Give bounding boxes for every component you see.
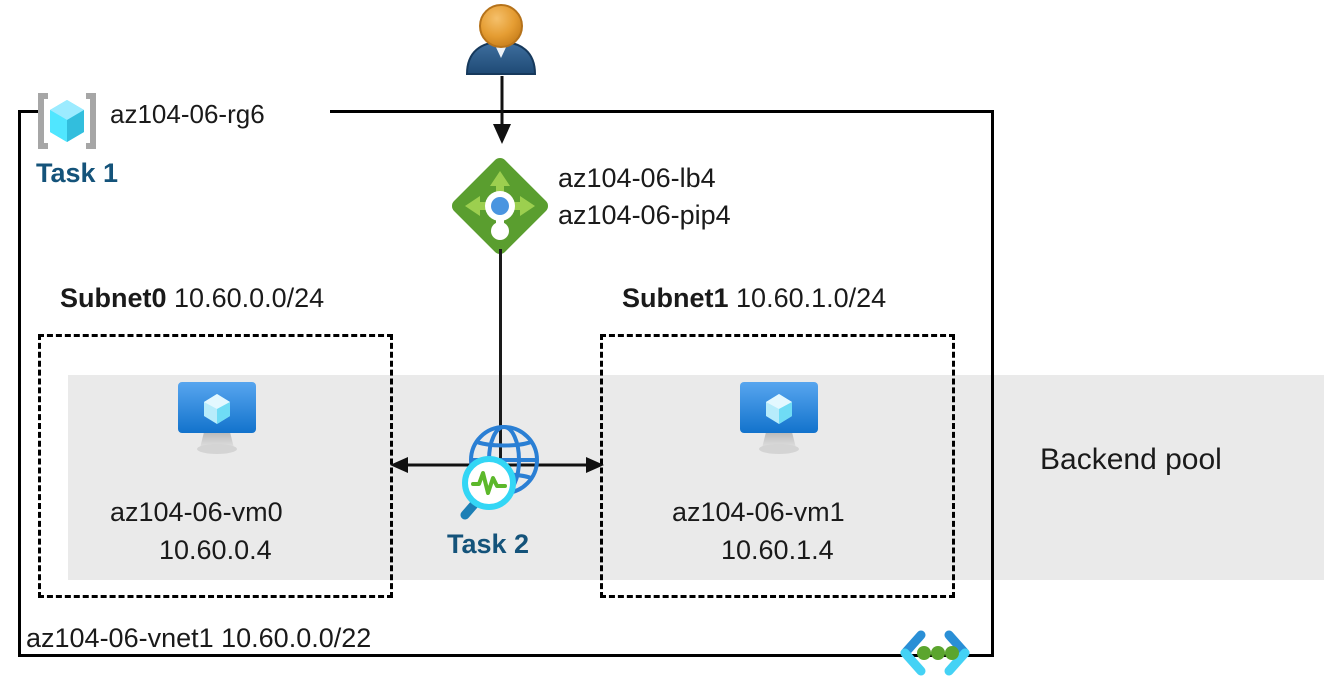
subnet1-cidr: 10.60.1.0/24 <box>736 283 887 313</box>
subnet0-name: Subnet0 <box>60 283 167 313</box>
vm0-ip-label: 10.60.0.4 <box>159 535 272 565</box>
vm1-name-label: az104-06-vm1 <box>672 497 845 527</box>
resource-group-border-bottom <box>18 654 994 657</box>
resource-group-border-top-right <box>330 110 994 113</box>
virtual-network-icon <box>895 625 975 681</box>
resource-group-border-top-left <box>18 110 40 113</box>
backend-pool-label: Backend pool <box>1040 443 1222 476</box>
vnet-label: az104-06-vnet1 10.60.0.0/22 <box>26 623 372 653</box>
vm0-name-label: az104-06-vm0 <box>110 497 283 527</box>
virtual-machine-icon <box>174 378 260 456</box>
subnet0-cidr: 10.60.0.0/24 <box>174 283 325 313</box>
user-to-lb-arrow <box>489 76 515 146</box>
resource-group-icon <box>32 90 102 152</box>
virtual-machine-icon <box>736 378 822 456</box>
lb-to-subnets-line <box>499 249 502 471</box>
resource-group-border-right <box>991 110 994 657</box>
load-balancer-icon <box>449 155 551 257</box>
subnet1-name: Subnet1 <box>622 283 729 313</box>
subnet0-title: Subnet0 10.60.0.0/24 <box>60 283 324 314</box>
subnet0-box <box>38 334 393 598</box>
resource-group-label: az104-06-rg6 <box>110 99 265 129</box>
vm1-ip-label: 10.60.1.4 <box>721 535 834 565</box>
resource-group-border-left <box>18 110 21 657</box>
network-watcher-icon <box>448 420 548 520</box>
subnet1-title: Subnet1 10.60.1.0/24 <box>622 283 886 314</box>
task-1-label: Task 1 <box>36 158 119 188</box>
load-balancer-name-label: az104-06-lb4 <box>558 163 716 193</box>
backend-pool-band <box>68 375 1324 580</box>
task-2-label: Task 2 <box>447 529 530 559</box>
public-ip-name-label: az104-06-pip4 <box>558 200 731 230</box>
user-icon <box>458 2 544 76</box>
